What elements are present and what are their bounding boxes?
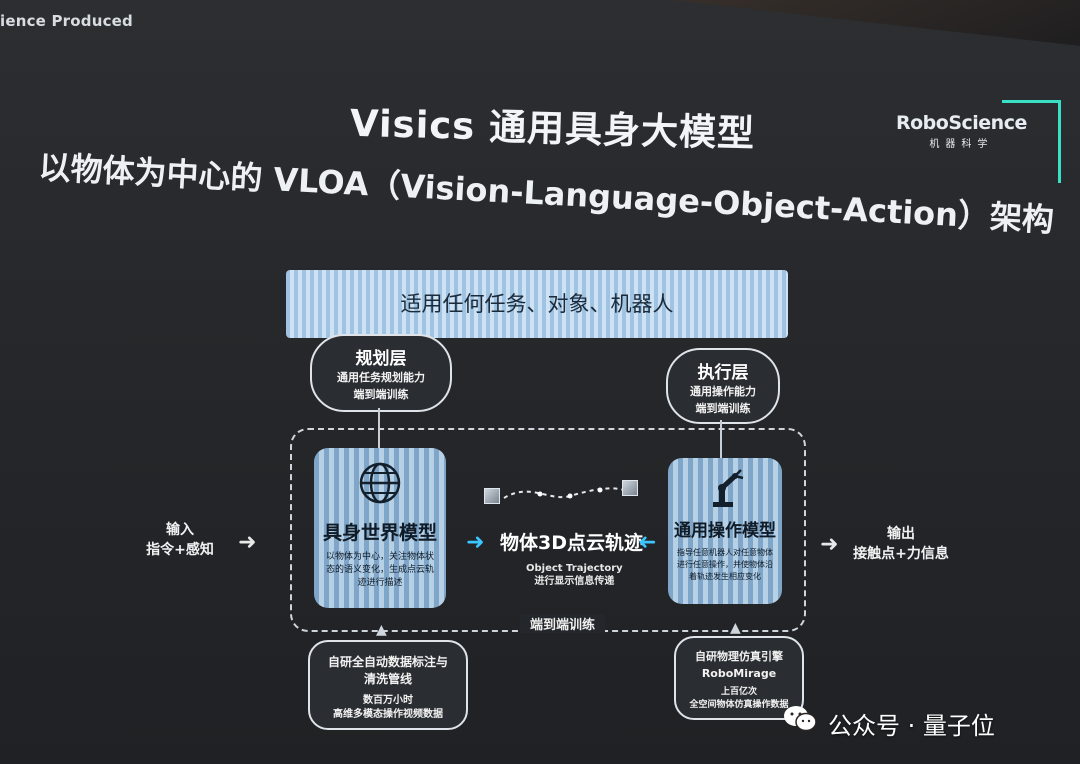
trajectory-title: 物体3D点云轨迹 — [500, 532, 643, 554]
trajectory-path — [503, 487, 625, 499]
trajectory-en: Object Trajectory — [526, 563, 623, 574]
globe-icon — [359, 462, 401, 504]
sim-engine-line3: 上百亿次 — [720, 687, 757, 697]
trajectory-desc: 进行显示信息传递 — [534, 576, 615, 587]
execution-line2: 端到端训练 — [695, 402, 751, 415]
input-arrow-icon: ➜ — [238, 530, 257, 555]
brand-name: RoboScience — [896, 112, 1027, 134]
output-label: 输出 接触点+力信息 — [846, 524, 956, 564]
watermark-text: 公众号 · 量子位 — [828, 712, 995, 740]
cube-end-icon — [622, 480, 638, 496]
brand-logo: RoboScience 机器科学 — [896, 112, 1027, 150]
planning-layer: 规划层 通用任务规划能力 端到端训练 — [310, 334, 452, 412]
planning-heading: 规划层 — [355, 349, 407, 369]
corner-credit: ience Produced — [0, 12, 133, 30]
data-pipeline-line3: 数百万小时 — [363, 695, 413, 706]
wechat-icon — [784, 706, 817, 732]
sim-engine-line4: 全空间物体仿真操作数据 — [689, 700, 789, 710]
execution-line1: 通用操作能力 — [690, 385, 756, 398]
execution-layer: 执行层 通用操作能力 端到端训练 — [666, 348, 780, 424]
planning-line1: 通用任务规划能力 — [337, 371, 425, 384]
arrow-left-icon: ➜ — [638, 530, 657, 555]
data-pipeline-line2: 清洗管线 — [363, 672, 412, 686]
input-label: 输入 指令+感知 — [132, 520, 228, 560]
planning-connector — [378, 408, 380, 452]
world-model-card: 具身世界模型 以物体为中心，关注物体状态的语义变化，生成点云轨迹进行描述 — [314, 448, 446, 608]
sim-up-arrow-icon: ▲ — [730, 620, 741, 636]
output-line2: 接触点+力信息 — [853, 546, 949, 562]
input-line1: 输入 — [166, 522, 194, 538]
slide-title: Visics 通用具身大模型 — [349, 101, 756, 156]
operation-model-card: 通用操作模型 指导任意机器人对任意物体进行任意操作，并使物体沿着轨迹发生相应变化 — [668, 458, 782, 604]
arrow-right-icon: ➜ — [466, 530, 485, 555]
sim-engine-line1: 自研物理仿真引擎 — [695, 650, 783, 663]
execution-connector — [720, 420, 722, 458]
cube-start-icon — [484, 488, 500, 504]
corner-bracket — [1002, 100, 1061, 183]
world-model-title: 具身世界模型 — [322, 522, 437, 544]
data-pipeline-box: 自研全自动数据标注与 清洗管线 数百万小时 高维多模态操作视频数据 — [308, 640, 468, 730]
brand-sub: 机器科学 — [929, 139, 994, 150]
scope-banner: 适用任何任务、对象、机器人 — [286, 270, 788, 338]
sim-engine-line2: RoboMirage — [701, 667, 777, 680]
operation-model-desc: 指导任意机器人对任意物体进行任意操作，并使物体沿着轨迹发生相应变化 — [677, 548, 773, 581]
output-line1: 输出 — [887, 526, 915, 542]
data-up-arrow-icon: ▲ — [376, 622, 387, 638]
operation-model-title: 通用操作模型 — [674, 521, 776, 541]
input-line2: 指令+感知 — [146, 542, 214, 558]
world-model-desc: 以物体为中心，关注物体状态的语义变化，生成点云轨迹进行描述 — [325, 552, 434, 588]
trajectory-caption: Object Trajectory 进行显示信息传递 — [526, 562, 623, 588]
sim-engine-box: 自研物理仿真引擎 RoboMirage 上百亿次 全空间物体仿真操作数据 — [674, 636, 804, 720]
robot-arm-icon — [713, 469, 744, 507]
planning-line2: 端到端训练 — [353, 388, 409, 401]
output-arrow-icon: ➜ — [820, 532, 839, 557]
execution-heading: 执行层 — [697, 363, 749, 383]
end-to-end-label: 端到端训练 — [520, 614, 606, 633]
data-pipeline-line4: 高维多模态操作视频数据 — [333, 709, 443, 720]
data-pipeline-line1: 自研全自动数据标注与 — [327, 655, 448, 669]
